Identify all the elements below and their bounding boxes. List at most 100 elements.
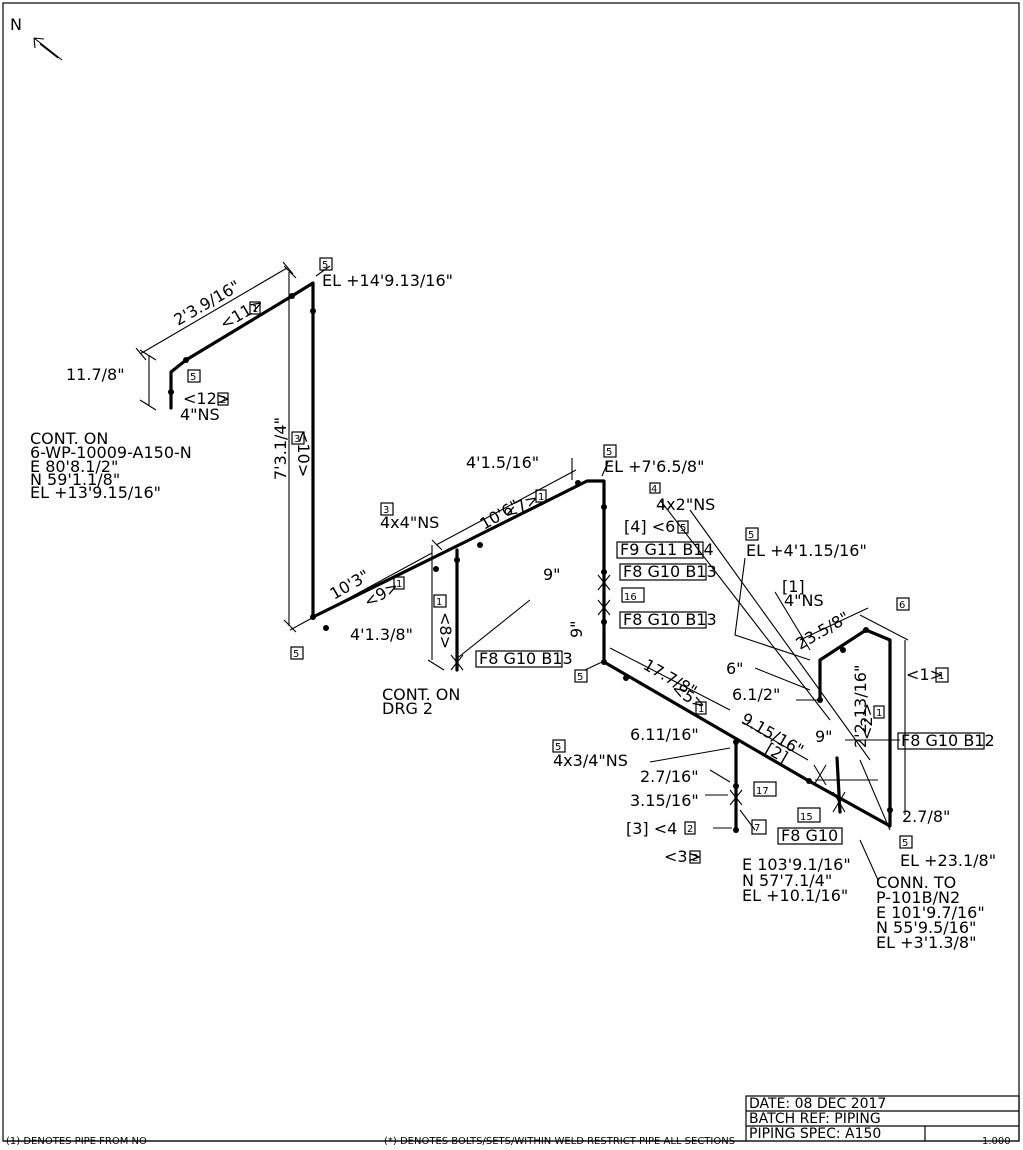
seg-8-box: 1 [436,597,442,608]
tag-5-bottom-left: 5 [293,649,299,660]
dim-2-7-8: 2.7/8" [902,807,950,826]
coord-line-1: E 103'9.1/16" [742,855,851,874]
cont2-line-1: CONT. ON [382,685,460,704]
dim-6-11-16: 6.11/16" [630,725,699,744]
conn-line-4: N 55'9.5/16" [876,918,976,937]
tag-5-right: 5 [748,530,754,541]
tag-17: 17 [756,786,769,797]
size-4x4ns: 4x4"NS [380,513,439,532]
component-f8-g10-b12: F8 G10 B12 [901,731,995,750]
dim-11-7-8: 11.7/8" [66,365,125,384]
seg-2: <2> [857,703,876,740]
size-4x34ns: 4x3/4"NS [553,751,628,770]
tag-15: 15 [800,812,813,823]
dim-2-7-16: 2.7/16" [640,767,699,786]
conn-line-3: E 101'9.7/16" [876,903,985,922]
component-callouts: F9 G11 B14 F8 G10 B13 F8 G10 B13 F8 G10 … [475,540,995,845]
component-f8-g10-b13-b: F8 G10 B13 [623,610,717,629]
seg-2-box: 1 [876,708,882,719]
title-date: DATE: 08 DEC 2017 [749,1096,886,1112]
tag-4: 4 [651,484,657,495]
conn-line-1: CONN. TO [876,873,956,892]
seg-12-box: 2 [220,395,226,406]
footer-right: 1.000 [982,1136,1011,1145]
seg-1: <1> [906,665,943,684]
title-batch: BATCH REF: PIPING [749,1111,881,1127]
elevation-mid: EL +7'6.5/8" [604,457,704,476]
north-arrow-icon [33,37,63,61]
component-f9-g11-b14: F9 G11 B14 [620,540,714,559]
title-block: DATE: 08 DEC 2017 BATCH REF: PIPING PIPI… [745,1095,1020,1142]
seg-3-box: 2 [692,853,698,864]
tag-16: 16 [624,592,637,603]
tag-3: 3 [383,505,389,516]
component-f8-g10-b13-c: F8 G10 B13 [479,649,573,668]
seg-4-6-box: 5 [680,523,686,534]
dim-6-1-2: 6.1/2" [732,685,780,704]
tag-5-mid: 5 [606,447,612,458]
connection-note: CONN. TO P-101B/N2 E 101'9.7/16" N 55'9.… [876,873,985,952]
seg-3: <3> [664,847,701,866]
dim-7-3-1-4: 7'3.1/4" [271,417,290,480]
seg-10-box: 3 [294,434,300,445]
seg-4-6: [4] <6 [624,517,675,536]
tag-5-lower: 5 [577,672,583,683]
component-f8-g10: F8 G10 [781,826,838,845]
dim-2-2-13-16: 2'2.13/16" [851,665,870,748]
dim-9-a: 9" [543,565,561,584]
footer-mid: (*) DENOTES BOLTS/SETS/WITHIN WELD RESTR… [384,1136,735,1145]
cont1-line-4: N 59'1.1/8" [30,470,120,489]
title-spec: PIPING SPEC: A150 [749,1126,881,1142]
size-4x2ns: 4x2"NS [656,495,715,514]
tag-7: 7 [754,823,760,834]
dim-6: 6" [726,659,744,678]
conn-line-2: P-101B/N2 [876,888,960,907]
seg-1-box: 1 [938,671,944,682]
seg-10: <10> [294,430,313,477]
seg-3-4: [3] <4 [626,819,677,838]
dim-4-1-3-8: 4'1.3/8" [350,625,413,644]
tag-6: 6 [899,600,905,611]
continuation-note-1: CONT. ON 6-WP-10009-A150-N E 80'8.1/2" N… [30,429,192,502]
cont1-line-2: 6-WP-10009-A150-N [30,443,192,462]
elevation-top: EL +14'9.13/16" [322,271,453,290]
cont1-line-3: E 80'8.1/2" [30,457,118,476]
dim-23-5-8: 23.5/8" [793,608,853,654]
cont1-line-1: CONT. ON [30,429,108,448]
seg-11-box: 1 [252,304,258,315]
cont2-line-2: DRG 2 [382,699,433,718]
tag-5-top: 5 [322,260,328,271]
coord-line-3: EL +10.1/16" [742,886,848,905]
size-4ns-left: 4"NS [180,405,220,424]
seg-3-4-box: 2 [687,824,693,835]
seg-5-box: 1 [698,704,704,715]
coordinate-block: E 103'9.1/16" N 57'7.1/4" EL +10.1/16" [742,855,851,905]
seg-9-box: 1 [396,579,402,590]
tag-5-left-lower: 5 [555,742,561,753]
seg-8: <8> [436,612,455,649]
seg-1-bracket: [1] [782,577,805,596]
dim-3-15-16: 3.15/16" [630,791,699,810]
coord-line-2: N 57'7.1/4" [742,871,832,890]
dim-9-c: 9" [815,727,833,746]
fitting-symbols [450,574,846,813]
elevation-bottom-right: EL +23.1/8" [900,851,996,870]
tag-5-left: 5 [190,372,196,383]
seg-7-box: 1 [538,492,544,503]
tag-boxes: 5 5 3 5 5 4 5 6 5 5 5 16 15 7 17 [187,257,913,849]
size-4ns-right: 4"NS [784,591,824,610]
leader-lines [315,265,900,881]
tag-5-bottom-right: 5 [902,838,908,849]
dimension-lines [135,261,909,815]
dim-4-1-5-16: 4'1.5/16" [466,453,539,472]
component-f8-g10-b13-a: F8 G10 B13 [623,562,717,581]
footer-strip: (1) DENOTES PIPE FROM NO (*) DENOTES BOL… [3,1136,1011,1147]
elevation-right: EL +4'1.15/16" [746,541,867,560]
cont1-line-5: EL +13'9.15/16" [30,483,161,502]
north-label: N [10,15,22,34]
conn-line-5: EL +3'1.3/8" [876,933,976,952]
continuation-note-2: CONT. ON DRG 2 [382,685,460,718]
